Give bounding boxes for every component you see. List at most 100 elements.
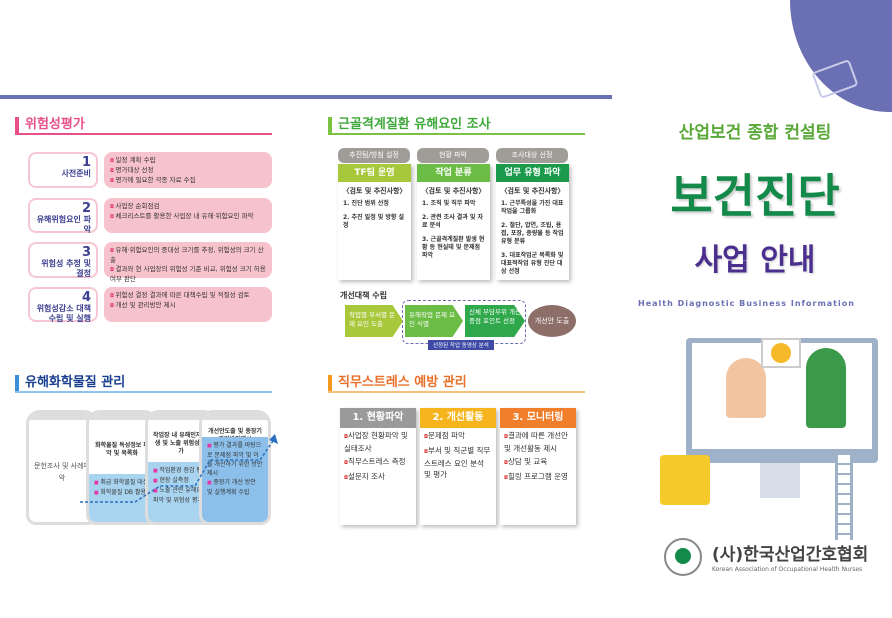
msd-card-item: 2. 추진 일정 및 방향 설정: [343, 214, 405, 229]
risk-step-number: 1: [81, 155, 91, 170]
risk-step-name: 위험성감소 대책 수립 및 실행: [36, 304, 91, 323]
msd-card: 업무 유형 파악 〈검토 및 추진사항〉 1. 근무특성을 가진 대표 작업을 그룹…: [496, 164, 569, 280]
risk-step-items: 유해·위험요인의 중대성 크기를 추정, 위험성의 크기 산출결과와 현 사업장…: [104, 242, 272, 283]
stress-column: 1. 현황파악사업장 현황파악 및 실태조사직무스트레스 측정설문지 조사: [340, 408, 416, 525]
chem-jar-heading: 화학물질 독성정보 파악 및 목록화: [95, 442, 149, 457]
msd-card-header: TF팀 운영: [338, 164, 411, 182]
risk-step-item: 결과와 현 사업장의 위험성 기준 비교, 위험성 크기 허용 여부 판단: [110, 265, 266, 284]
chem-title: 유해화학물질 관리: [15, 375, 125, 391]
improve-step-2: 유해작업 문제 요인 식별: [405, 305, 463, 337]
risk-step-number: 2: [81, 201, 91, 216]
msd-card-item: 1. 진단 범위 선정: [343, 200, 389, 207]
risk-step-name: 사전준비: [61, 169, 91, 178]
jar-cap: [29, 413, 95, 420]
risk-step-item: 일정 계획 수립: [110, 156, 266, 166]
msd-underline: [328, 133, 585, 135]
chem-jar-heading: 문헌조사 및 사례파악: [34, 462, 90, 482]
chem-jar-liquid: 취급 화학물질 대상화학물질 DB 활용: [89, 474, 155, 522]
msd-card: 작업 분류 〈검토 및 추진사항〉 1. 조직 및 직무 파악 2. 관련 조사 결과…: [417, 164, 490, 280]
risk-step-item: 평가에 필요한 각종 자료 수집: [110, 176, 266, 186]
risk-underline: [15, 133, 272, 135]
cover-subtitle: 산업보건 종합 컨설팅: [678, 123, 832, 143]
stress-column-item: 문제점 파악: [420, 428, 496, 443]
chem-jar-item: 취급 화학물질 대상: [94, 478, 150, 488]
msd-card-header: 작업 분류: [417, 164, 490, 182]
msd-card-item: 3. 근골격계질환 발생 현황 등 현실태 및 문제점 파악: [422, 236, 485, 259]
msd-card-subtitle: 〈검토 및 추진사항〉: [421, 187, 486, 195]
risk-step-number: 4: [81, 290, 91, 305]
stress-column-item: 사업장 현황파악 및 실태조사: [340, 428, 416, 454]
chem-jar-item: 현장 실측정: [153, 476, 209, 486]
risk-step-name: 유해위험요인 파악: [36, 215, 91, 234]
jar-cap: [89, 413, 155, 420]
chem-underline: [15, 391, 272, 393]
cover-title2: 사업 안내: [694, 243, 816, 278]
risk-step-item: 유해·위험요인의 중대성 크기를 추정, 위험성의 크기 산출: [110, 246, 266, 265]
stress-column-item: 상담 및 교육: [500, 454, 576, 469]
risk-step-name: 위험성 추정 및 결정: [41, 259, 91, 278]
stress-column-item: 부서 및 직군별 직무스트레스 요인 분석 및 평가: [420, 443, 496, 480]
chem-jar-item: 중장기 개선 방안 및 실행계획 수립: [207, 478, 263, 497]
improve-step-1: 작업별 부서별 문제 요인 도출: [345, 305, 403, 337]
forklift-illustration: [660, 455, 710, 505]
improve-result: 개선안 도출: [528, 305, 576, 337]
stress-column: 3. 모니터링결과에 따른 개선안 및 개선활동 제시상담 및 교육힐링 프로그…: [500, 408, 576, 525]
risk-step-number: 3: [81, 245, 91, 260]
stress-column-item: 직무스트레스 측정: [340, 454, 416, 469]
risk-step-items: 위험성 결정 결과에 따른 대책수립 및 적절성 검토개선 및 관리방안 제시: [104, 287, 272, 322]
risk-step-item: 사업장 순회점검: [110, 202, 266, 212]
risk-step-item: 개선 및 관리방안 제시: [110, 301, 266, 311]
msd-card-item: 2. 절단, 압연, 조립, 용접, 포장, 중량물 등 작업유형 분류: [501, 222, 564, 245]
stress-column-item: 설문지 조사: [340, 469, 416, 484]
stress-column-item: 힐링 프로그램 운영: [500, 469, 576, 484]
risk-step-items: 사업장 순회점검체크리스트를 활용한 사업장 내 유해·위험요인 파악: [104, 198, 272, 233]
chem-jar-liquid: 평가 결과를 바탕으로 문제점 파악 및 이를 개선하기 위한 방안 제시중장기…: [202, 437, 268, 522]
improve-caption: 선정된 작업 동영상 분석: [428, 340, 494, 350]
chem-jar-item: 평가 결과를 바탕으로 문제점 파악 및 이를 개선하기 위한 방안 제시: [207, 441, 263, 478]
stress-column-item: 결과에 따른 개선안 및 개선활동 제시: [500, 428, 576, 454]
msd-stage-pill: 추진팀/방침 설정: [338, 148, 410, 163]
chem-jar: 개선안도출 및 중장기 관리방안제시평가 결과를 바탕으로 문제점 파악 및 이…: [199, 410, 271, 525]
org-name-kr: (사)한국산업간호협회: [712, 545, 869, 565]
chem-jar-heading: 작업장 내 유해인자 발생 및 노출 위험성 평가: [153, 432, 209, 455]
decor-circle: [790, 0, 892, 112]
stress-column-header: 3. 모니터링: [500, 408, 576, 428]
msd-card-subtitle: 〈검토 및 추진사항〉: [342, 187, 407, 195]
stress-column: 2. 개선활동문제점 파악부서 및 직군별 직무스트레스 요인 분석 및 평가: [420, 408, 496, 525]
msd-card: TF팀 운영 〈검토 및 추진사항〉 1. 진단 범위 선정 2. 추진 일정 및 방…: [338, 164, 411, 280]
msd-stage-pill: 현황 파악: [417, 148, 489, 163]
msd-card-header: 업무 유형 파악: [496, 164, 569, 182]
msd-card-item: 3. 대표작업군 목록화 및 대표적작업 유형 진단 대상 선정: [501, 252, 564, 275]
stress-title: 직무스트레스 예방 관리: [328, 375, 467, 391]
risk-step-item: 체크리스트를 활용한 사업장 내 유해·위험요인 파악: [110, 212, 266, 222]
monitor-stand: [760, 463, 800, 498]
progress-dashed-arrow: [80, 434, 278, 503]
jar-cap: [148, 413, 214, 420]
chem-jar-item: 화학물질 DB 활용: [94, 488, 150, 498]
improve-step-3: 신체 부담부위 개선중점 포인트 선정: [465, 305, 525, 337]
risk-title: 위험성평가: [15, 117, 85, 133]
improve-title: 개선대책 수립: [340, 291, 387, 300]
msd-card-item: 2. 관련 조사 결과 및 자료 분석: [422, 214, 484, 229]
msd-card-item: 1. 근무특성을 가진 대표 작업을 그룹화: [501, 200, 564, 215]
monitor-illustration: [686, 338, 878, 463]
risk-step-item: 평가대상 선정: [110, 166, 266, 176]
msd-card-item: 1. 조직 및 직무 파악: [422, 200, 476, 207]
msd-title: 근골격계질환 유해요인 조사: [328, 117, 491, 133]
msd-card-subtitle: 〈검토 및 추진사항〉: [500, 187, 565, 195]
stress-underline: [328, 391, 585, 393]
msd-stage-pill: 조사대상 선정: [496, 148, 568, 163]
cover-title: 보건진단: [670, 169, 840, 223]
jar-cap: [202, 413, 268, 420]
risk-step-item: 위험성 결정 결과에 따른 대책수립 및 적절성 검토: [110, 291, 266, 301]
top-divider: [0, 95, 612, 99]
ladder-illustration: [835, 455, 853, 540]
cover-english: Health Diagnostic Business Information: [638, 299, 855, 308]
stress-column-header: 1. 현황파악: [340, 408, 416, 428]
risk-step-items: 일정 계획 수립평가대상 선정평가에 필요한 각종 자료 수집: [104, 152, 272, 188]
org-seal-logo: [664, 538, 702, 576]
